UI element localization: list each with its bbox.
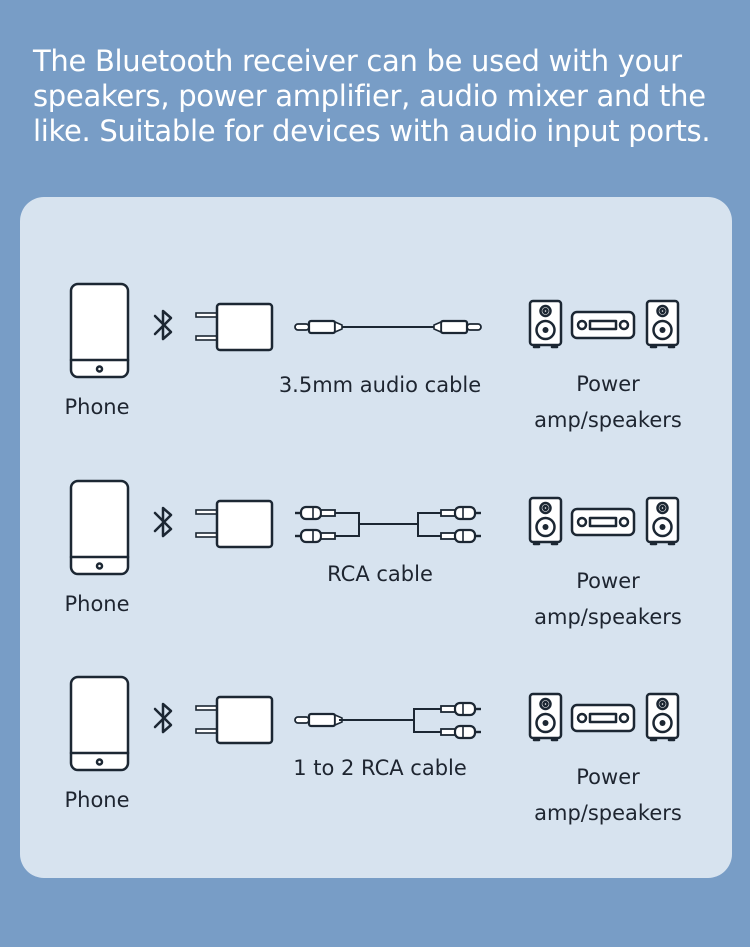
headline-text: The Bluetooth receiver can be used with …	[33, 44, 711, 148]
bluetooth-icon	[153, 309, 173, 341]
receiver-adapter-icon	[195, 695, 274, 745]
device-label-line1: Power	[576, 372, 640, 396]
cable-label: 3.5mm audio cable	[278, 373, 482, 397]
cable-label: 1 to 2 RCA cable	[293, 756, 467, 780]
phone-icon	[69, 675, 130, 772]
connection-row-aux-to-rca: Phone 1 to 2 RCA cable	[20, 670, 732, 850]
bluetooth-icon	[153, 506, 173, 538]
device-label-line1: Power	[576, 569, 640, 593]
connection-row-aux: Phone 3.5mm audio cable Power amp	[20, 277, 732, 457]
device-label-line1: Power	[576, 765, 640, 789]
device-label-line2: amp/speakers	[534, 801, 682, 825]
source-label: Phone	[64, 592, 130, 616]
connection-diagram-panel: Phone 3.5mm audio cable Power amp	[20, 197, 732, 878]
connection-row-rca: Phone RCA cable	[20, 474, 732, 654]
phone-icon	[69, 282, 130, 379]
aux-cable-icon	[294, 319, 482, 335]
phone-icon	[69, 479, 130, 576]
aux-to-rca-cable-icon	[294, 701, 481, 740]
source-label: Phone	[64, 395, 130, 419]
amplifier-speakers-icon	[528, 692, 680, 742]
source-label: Phone	[64, 788, 130, 812]
amplifier-speakers-icon	[528, 496, 680, 546]
device-label-line2: amp/speakers	[534, 605, 682, 629]
rca-cable-icon	[295, 505, 481, 544]
cable-label: RCA cable	[327, 562, 433, 586]
receiver-adapter-icon	[195, 302, 274, 352]
device-label-line2: amp/speakers	[534, 408, 682, 432]
bluetooth-icon	[153, 702, 173, 734]
amplifier-speakers-icon	[528, 299, 680, 349]
receiver-adapter-icon	[195, 499, 274, 549]
